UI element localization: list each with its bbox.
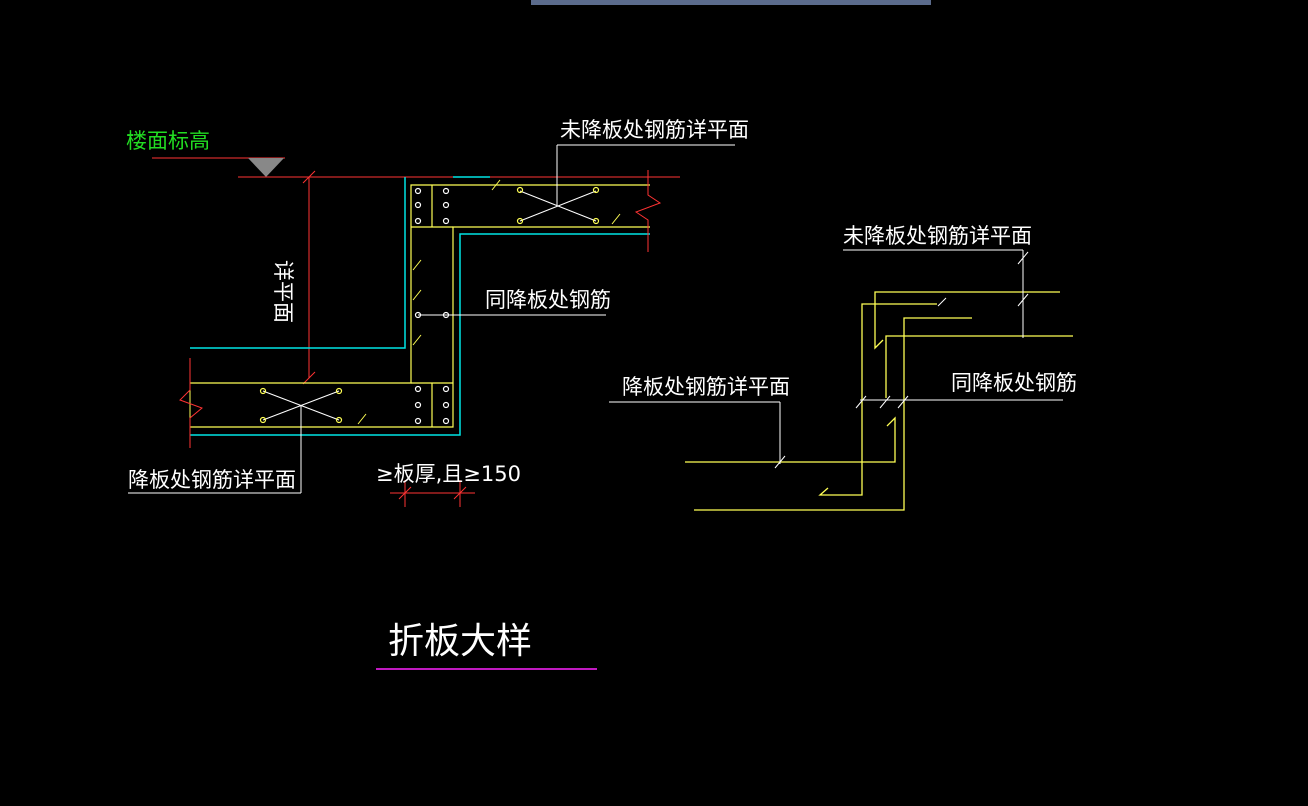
top-bar <box>531 0 931 5</box>
lowered-rebar-plan-label-left: 降板处钢筋详平面 <box>128 468 296 492</box>
depth-see-plan-label: 详平面 <box>271 260 295 323</box>
unlowered-rebar-plan-label-top: 未降板处钢筋详平面 <box>560 118 749 142</box>
drawing-title: 折板大样 <box>388 621 532 662</box>
left-fold-slab-detail: 楼面标高 详平面 <box>126 118 749 507</box>
elevation-triangle-icon <box>248 158 284 177</box>
lowered-rebar-plan-label-right: 降板处钢筋详平面 <box>622 375 790 399</box>
dimension-note-label: ≥板厚,且≥150 <box>376 462 521 486</box>
same-as-lowered-rebar-label-right: 同降板处钢筋 <box>951 371 1077 395</box>
right-rebar-detail: 未降板处钢筋详平面 降板处钢筋详平面 同降板处钢筋 <box>609 224 1077 511</box>
floor-elevation-label: 楼面标高 <box>126 129 210 153</box>
unlowered-rebar-plan-label-right: 未降板处钢筋详平面 <box>843 224 1032 248</box>
same-as-lowered-rebar-label-left: 同降板处钢筋 <box>485 288 611 312</box>
